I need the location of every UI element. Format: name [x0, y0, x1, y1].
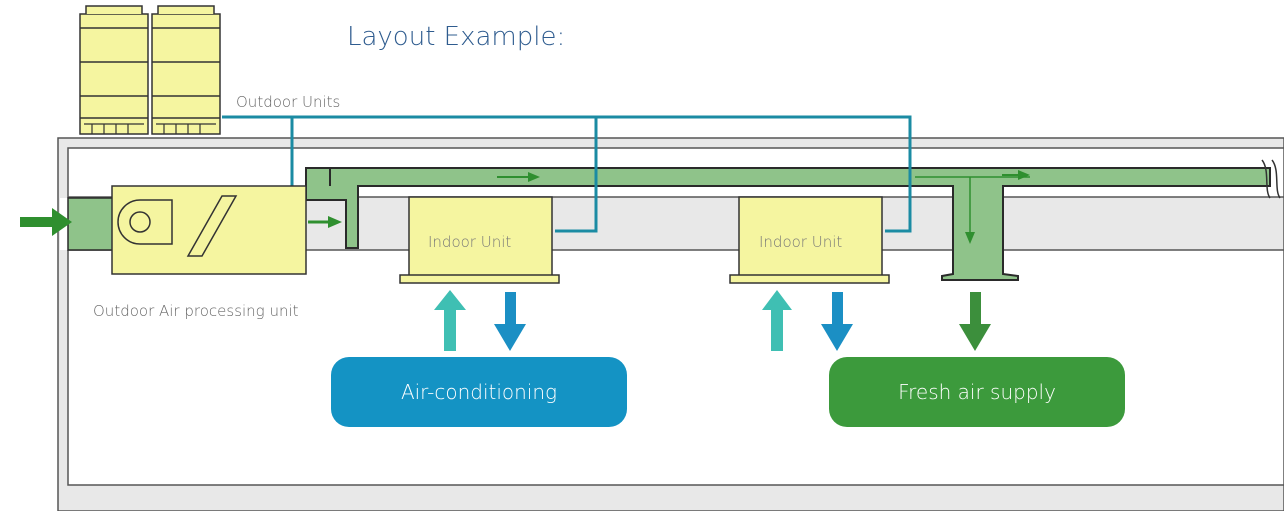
filter-icon [186, 195, 238, 257]
refrigerant-piping [222, 115, 912, 233]
fresh-air-supply-badge: Fresh air supply [829, 357, 1125, 427]
indoor-unit-1-label: Indoor Unit [428, 233, 512, 251]
indoor-unit-2-body [729, 196, 890, 284]
fresh-air-duct [67, 159, 1281, 281]
outdoor-air-processing-unit [111, 185, 307, 275]
return-air-arrow-2 [762, 290, 792, 351]
duct-flow-arrows [308, 170, 1030, 244]
indoor-unit-2-label: Indoor Unit [759, 233, 843, 251]
intake-arrow [20, 208, 72, 236]
fan-icon [117, 199, 173, 245]
outdoor-unit-2 [151, 5, 221, 135]
outdoor-unit-1 [79, 5, 149, 135]
fresh-air-supply-label: Fresh air supply [898, 380, 1056, 404]
outdoor-units-label: Outdoor Units [236, 93, 341, 111]
air-conditioning-label: Air-conditioning [400, 380, 558, 404]
indoor-unit-1-body [399, 196, 560, 284]
diagram-title: Layout Example: [347, 22, 566, 52]
return-air-arrow-1 [434, 290, 466, 351]
fresh-air-arrow [959, 292, 991, 351]
building-wall [57, 137, 1284, 512]
outdoor-air-processing-unit-label: Outdoor Air processing unit [93, 302, 299, 320]
air-conditioning-badge: Air-conditioning [331, 357, 627, 427]
supply-air-arrow-1 [494, 292, 526, 351]
supply-air-arrow-2 [821, 292, 853, 351]
